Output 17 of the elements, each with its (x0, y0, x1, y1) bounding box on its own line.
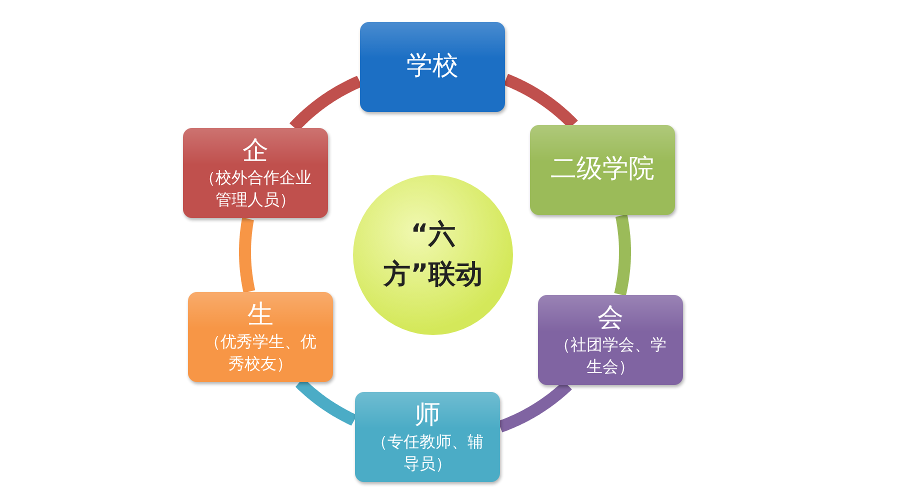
role-title: 会 (598, 302, 624, 334)
role-description: （专任教师、辅导员） (370, 431, 484, 474)
role-title: 师 (414, 400, 440, 431)
role-box (360, 22, 505, 112)
role-title: 生 (248, 300, 274, 331)
center-label: “六方”联动 (382, 218, 484, 292)
role-description: （社团学会、学生会） (554, 334, 668, 378)
role-box (538, 295, 683, 385)
role-title: 企 (242, 136, 268, 167)
role-description: （优秀学生、优秀校友） (204, 331, 318, 374)
role-title: 学校 (406, 51, 458, 83)
role-box (355, 392, 500, 482)
role-title: 二级学院 (550, 154, 654, 186)
role-description: （校外合作企业管理人员） (198, 167, 312, 210)
role-box (183, 128, 328, 218)
role-box (188, 292, 333, 382)
role-box (530, 125, 675, 215)
